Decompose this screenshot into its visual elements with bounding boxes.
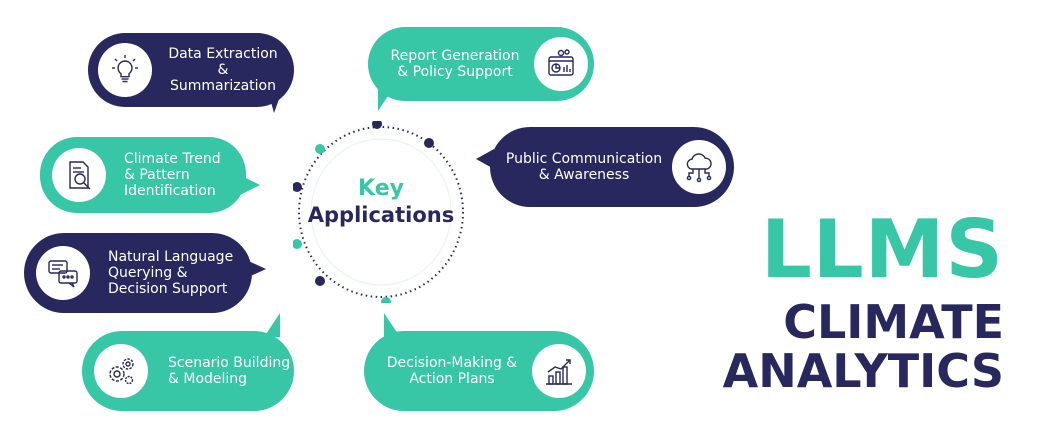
application-label: Scenario Building & Modeling	[168, 355, 291, 387]
application-label: Decision-Making & Action Plans	[386, 355, 518, 387]
center-title-key: Key	[358, 176, 404, 201]
document-search-icon	[52, 148, 106, 202]
application-data-extraction: Data Extraction & Summarization	[88, 33, 294, 113]
title-climate: CLIMATE	[783, 295, 1004, 349]
growth-chart-icon	[532, 344, 586, 398]
application-label: Data Extraction & Summarization	[168, 46, 278, 94]
application-natural-language: Natural Language Querying & Decision Sup…	[24, 233, 266, 313]
title-analytics: ANALYTICS	[722, 344, 1004, 398]
ring-node	[315, 276, 325, 286]
application-label: Climate Trend & Pattern Identification	[124, 151, 221, 199]
title-llms: LLMS	[760, 203, 1004, 296]
report-chart-icon	[534, 37, 588, 91]
chat-bubbles-icon	[36, 246, 90, 300]
application-scenario-building: Scenario Building & Modeling	[82, 313, 294, 411]
application-public-communication: Public Communication & Awareness	[476, 127, 734, 207]
ring-node	[315, 144, 325, 154]
application-label: Public Communication & Awareness	[505, 151, 663, 183]
application-decision-making: Decision-Making & Action Plans	[364, 313, 594, 411]
ring-node	[424, 138, 434, 148]
gears-icon	[94, 344, 148, 398]
center-title: Key Applications	[293, 176, 469, 228]
application-label: Natural Language Querying & Decision Sup…	[108, 249, 234, 297]
key-applications-ring	[293, 121, 469, 303]
ring-node	[381, 297, 391, 303]
application-report-generation: Report Generation & Policy Support	[368, 27, 594, 111]
center-title-applications: Applications	[307, 203, 455, 227]
application-climate-trend: Climate Trend & Pattern Identification	[40, 137, 260, 213]
ring-node	[293, 239, 302, 249]
lightbulb-icon	[98, 43, 152, 97]
cloud-network-icon	[672, 140, 726, 194]
ring-node	[293, 182, 302, 192]
ring-node	[372, 121, 382, 129]
application-label: Report Generation & Policy Support	[390, 48, 520, 80]
